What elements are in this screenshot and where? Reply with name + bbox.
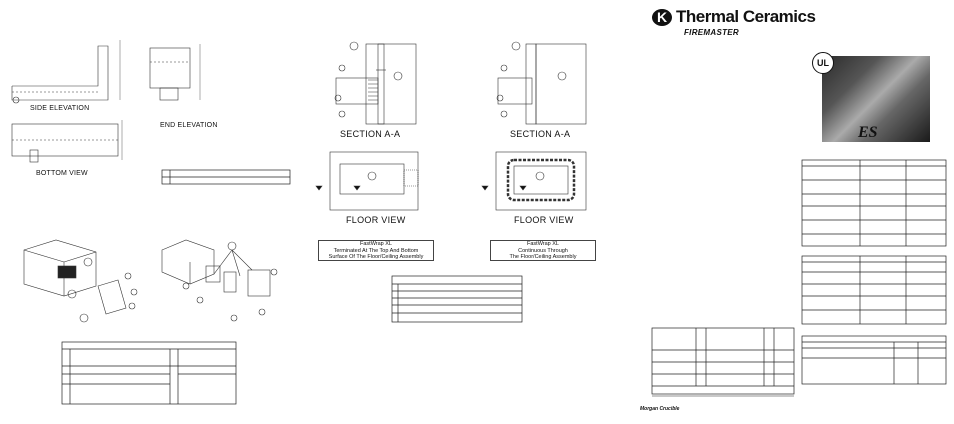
- table-bottom-mid: [651, 327, 795, 395]
- caption-left-line: Terminated At The Top And Bottom: [333, 247, 419, 254]
- table-right-mid: [801, 255, 947, 325]
- footer-brand: Morgan Crucible: [640, 406, 680, 412]
- section-right-drawing: [496, 41, 587, 125]
- thermal-ceramics-logo-icon: K: [652, 9, 672, 26]
- caption-left-line: FastWrap XL: [360, 241, 392, 247]
- bottom-view-label: BOTTOM VIEW: [36, 170, 88, 177]
- caption-right-line: Continuous Through: [518, 247, 568, 254]
- product-photo: [822, 56, 930, 142]
- product-name: FIREMASTER: [684, 28, 739, 37]
- caption-right: FastWrap XL Continuous Through The Floor…: [490, 240, 596, 261]
- ul-classified-icon: UL: [812, 52, 834, 74]
- caption-right-line: The Floor/Ceiling Assembly: [509, 254, 577, 260]
- side-elevation-drawing: [11, 40, 121, 104]
- caption-left-line: Surface Of The Floor/Ceiling Assembly: [328, 254, 424, 260]
- table-bottom-right: [801, 335, 947, 385]
- table-right-top: [801, 159, 947, 247]
- end-elevation-drawing: [149, 44, 201, 101]
- caption-left: FastWrap XL Terminated At The Top And Bo…: [318, 240, 434, 261]
- table-bottom-left: [61, 341, 237, 405]
- section-right-label: SECTION A-A: [510, 129, 571, 139]
- side-elevation-label: SIDE ELEVATION: [30, 105, 90, 112]
- table-middle: [391, 275, 523, 323]
- end-elevation-label: END ELEVATION: [160, 122, 218, 129]
- iso-drawing-1: [23, 239, 138, 323]
- brand-name: Thermal Ceramics: [676, 7, 816, 26]
- bottom-view-drawing: [11, 120, 123, 163]
- floor-view-right-label: FLOOR VIEW: [514, 215, 574, 225]
- section-left-label: SECTION A-A: [340, 129, 401, 139]
- es-mark-icon: ES: [858, 124, 878, 141]
- caption-right-line: FastWrap XL: [527, 241, 559, 247]
- iso-drawing-2: [161, 239, 278, 322]
- small-table-left: [161, 169, 291, 185]
- floor-view-left-label: FLOOR VIEW: [346, 215, 406, 225]
- floor-view-left-drawing: [315, 151, 419, 211]
- floor-view-right-drawing: [481, 151, 587, 211]
- section-left-drawing: [334, 41, 417, 125]
